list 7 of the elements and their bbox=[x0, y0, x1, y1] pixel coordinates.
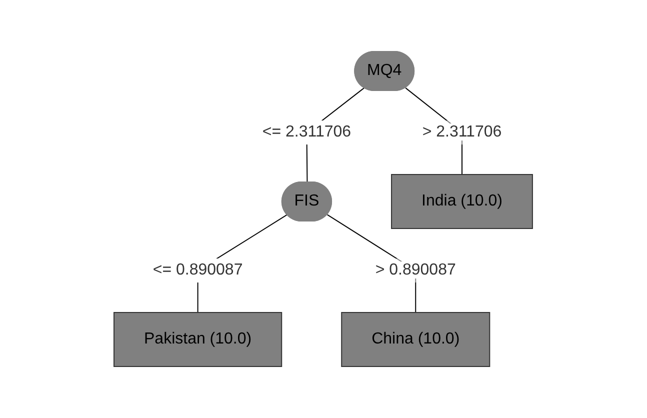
edge-label: <= 0.890087 bbox=[153, 262, 244, 278]
edge-label: > 0.890087 bbox=[376, 262, 456, 278]
node-box: Pakistan (10.0) bbox=[114, 312, 282, 367]
edge-label: <= 2.311706 bbox=[262, 124, 352, 140]
node-box: India (10.0) bbox=[391, 174, 534, 229]
node-box: China (10.0) bbox=[341, 312, 490, 367]
edge-label: > 2.311706 bbox=[422, 124, 502, 140]
